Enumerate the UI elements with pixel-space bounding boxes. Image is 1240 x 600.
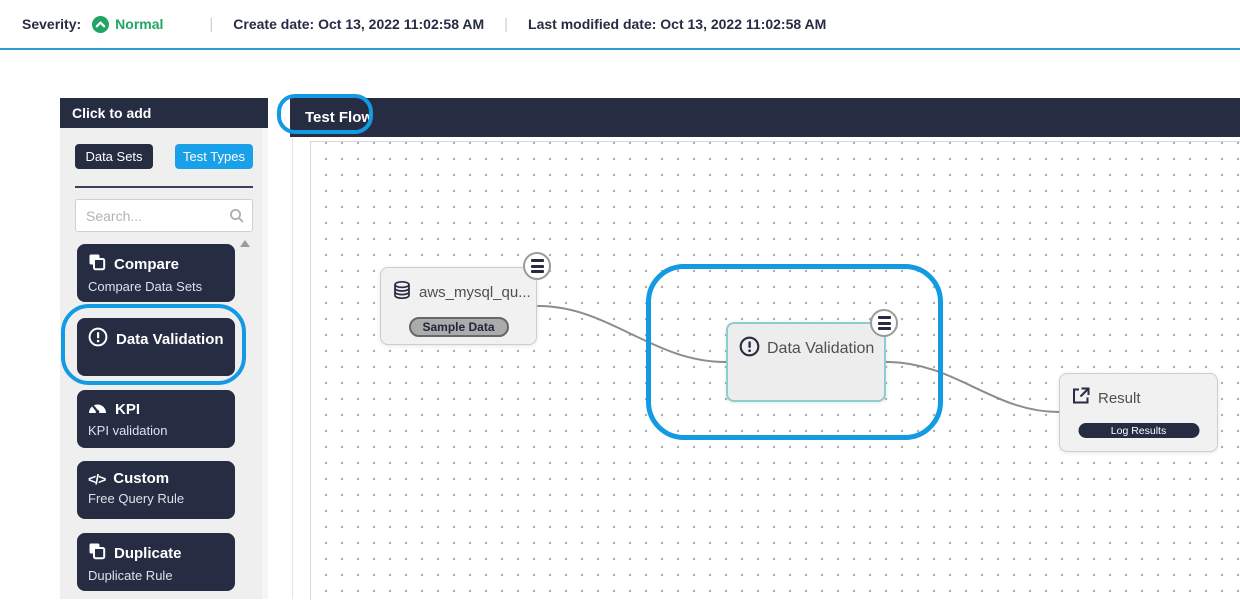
card-subtitle: Compare Data Sets (88, 279, 203, 294)
test-type-card-kpi[interactable]: KPI KPI validation (77, 390, 235, 448)
severity-label: Severity: (22, 16, 82, 32)
add-panel: Click to add Data Sets Test Types Compar… (60, 98, 268, 599)
separator: | (209, 15, 214, 33)
node-data-validation[interactable]: Data Validation (726, 322, 886, 402)
create-date: Create date: Oct 13, 2022 11:02:58 AM (233, 16, 485, 32)
card-title: Data Validation (116, 330, 224, 348)
card-subtitle: KPI validation (88, 423, 168, 438)
log-results-button[interactable]: Log Results (1078, 423, 1199, 438)
card-subtitle: Free Query Rule (88, 491, 185, 506)
code-icon: </> (88, 470, 106, 487)
card-title: Duplicate (114, 544, 182, 562)
node-title: aws_mysql_qu... (419, 283, 531, 301)
flow-header: Test Flow (290, 98, 1240, 137)
separator: | (504, 15, 509, 33)
node-title: Data Validation (767, 340, 875, 357)
test-type-card-data-validation[interactable]: Data Validation (77, 318, 235, 376)
severity-value: Normal (115, 16, 164, 32)
search-icon (229, 208, 245, 229)
node-title: Result (1098, 389, 1141, 407)
search-box (75, 199, 253, 232)
tab-data-sets[interactable]: Data Sets (75, 144, 153, 169)
copy-icon (88, 253, 106, 275)
card-title: KPI (115, 400, 141, 418)
card-title: Compare (114, 255, 180, 273)
gauge-icon (88, 399, 107, 419)
add-panel-tabs: Data Sets Test Types (60, 128, 268, 169)
node-menu-icon[interactable] (870, 309, 898, 337)
database-icon (392, 280, 412, 304)
card-title: Custom (113, 470, 170, 487)
copy-icon (88, 542, 106, 564)
test-type-card-duplicate[interactable]: Duplicate Duplicate Rule (77, 533, 235, 591)
exclamation-circle-icon (739, 336, 760, 362)
export-icon (1071, 386, 1091, 410)
search-input[interactable] (75, 199, 253, 232)
tabs-divider (75, 186, 253, 188)
last-modified-date: Last modified date: Oct 13, 2022 11:02:5… (528, 16, 827, 32)
scroll-up-icon[interactable] (240, 240, 250, 247)
node-dataset[interactable]: aws_mysql_qu... Sample Data (380, 267, 537, 345)
tab-test-types[interactable]: Test Types (175, 144, 253, 169)
sidebar-scrollbar[interactable] (262, 128, 268, 599)
node-menu-icon[interactable] (523, 252, 551, 280)
exclamation-circle-icon (88, 327, 108, 351)
test-type-card-compare[interactable]: Compare Compare Data Sets (77, 244, 235, 302)
node-result[interactable]: Result Log Results (1059, 373, 1218, 452)
sample-data-button[interactable]: Sample Data (408, 317, 509, 337)
add-panel-title: Click to add (60, 98, 268, 128)
test-type-card-custom[interactable]: </> Custom Free Query Rule (77, 461, 235, 519)
severity-up-icon (92, 15, 110, 33)
top-status-bar: Severity: Normal | Create date: Oct 13, … (0, 0, 1240, 50)
card-subtitle: Duplicate Rule (88, 568, 173, 583)
